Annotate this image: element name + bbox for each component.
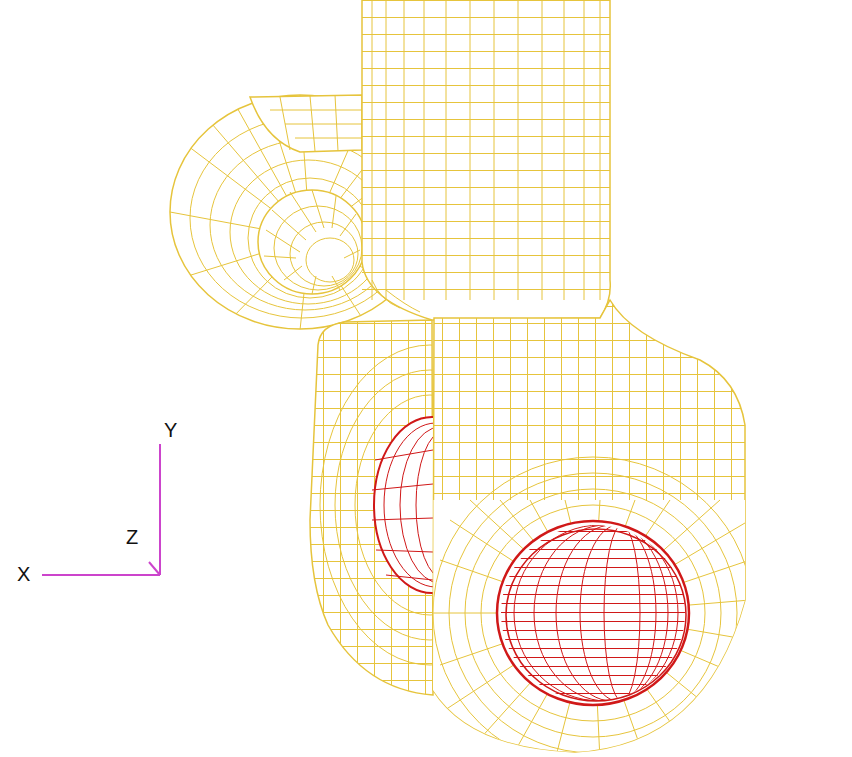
- front-lug: [430, 300, 753, 757]
- cylinder-body: [362, 0, 610, 320]
- z-axis-line: [149, 562, 160, 575]
- back-hole: [372, 417, 433, 593]
- front-hole: [495, 520, 695, 710]
- x-axis-line: [42, 574, 160, 576]
- axis-triad: [42, 444, 160, 575]
- y-axis-line: [159, 444, 161, 575]
- axis-label: Z: [126, 527, 138, 547]
- axis-label: X: [17, 564, 30, 584]
- axis-label: Y: [164, 420, 177, 440]
